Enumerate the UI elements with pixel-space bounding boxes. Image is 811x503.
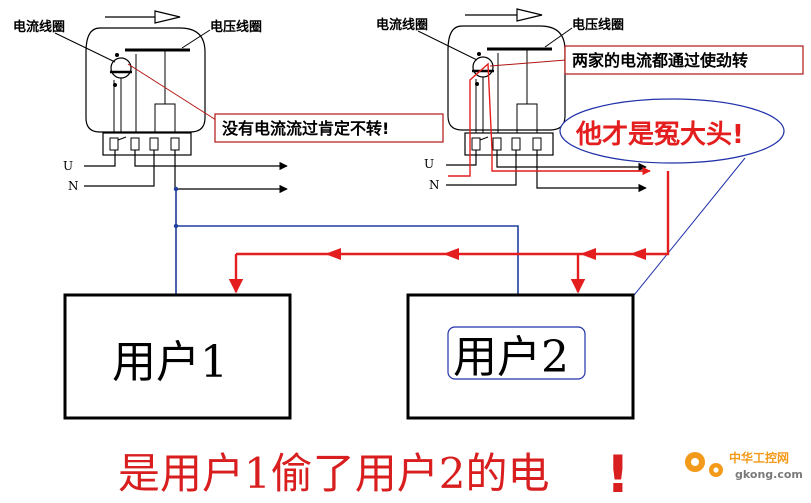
left-terminal-n-label: N — [68, 179, 79, 193]
headline-text: 是用户1偷了用户2的电 — [118, 449, 549, 498]
right-meter-red-path — [448, 62, 650, 177]
gear-icon — [685, 452, 723, 477]
left-callout-text: 没有电流流过肯定不转! — [222, 119, 389, 138]
right-voltage-coil-label: 电压线圈 — [572, 17, 624, 33]
user2-label: 用户2 — [453, 332, 569, 383]
right-callout-oval-text: 他才是冤大头! — [575, 120, 744, 150]
right-meter: 电流线圈 电压线圈 U N 两家的电流都通过使劲转 他才是冤大头! — [376, 8, 804, 353]
left-voltage-coil-label: 电压线圈 — [210, 19, 262, 35]
left-meter-housing — [85, 27, 206, 133]
left-terminal-u-label: U — [63, 159, 73, 173]
neutral-wiring — [173, 186, 519, 295]
right-callout-box — [564, 45, 804, 75]
headline-exclamation: ! — [606, 445, 630, 503]
right-callout-oval — [559, 98, 785, 164]
left-current-coil-label: 电流线圈 — [13, 19, 65, 35]
user1-box: 用户1 — [63, 293, 292, 420]
live-wiring — [228, 171, 670, 294]
watermark-logo: 中华工控网 gkong.com — [685, 450, 803, 481]
right-terminal-block — [464, 132, 554, 156]
left-terminal-block — [102, 132, 192, 156]
user2-label-frame — [447, 326, 586, 380]
right-meter-housing — [447, 25, 566, 131]
right-rotation-arrow-icon — [465, 8, 543, 22]
user1-label: 用户1 — [112, 337, 228, 388]
right-current-coil-label: 电流线圈 — [376, 17, 428, 33]
right-callout-text: 两家的电流都通过使劲转 — [572, 51, 748, 70]
user2-box: 用户2 — [406, 293, 635, 420]
left-meter: 电流线圈 电压线圈 U N 没有电流流过肯定不转! — [13, 10, 444, 194]
watermark-site-cn: 中华工控网 — [729, 450, 789, 465]
left-rotation-arrow-icon — [105, 10, 181, 24]
watermark-site-url: gkong.com — [735, 468, 803, 481]
left-callout-box — [214, 113, 444, 143]
right-terminal-n-label: N — [429, 178, 440, 192]
right-terminal-u-label: U — [424, 157, 434, 171]
